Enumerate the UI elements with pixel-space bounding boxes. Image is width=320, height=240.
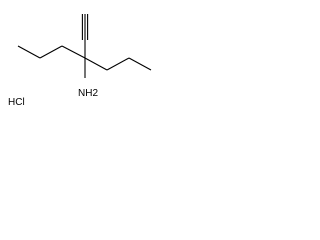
- hcl-salt-label: HCl: [8, 97, 25, 108]
- chemical-structure-diagram: NH2 HCl: [8, 14, 152, 108]
- ethynyl-triple-bond: [81, 14, 89, 40]
- chemical-structure-canvas: NH2 HCl: [0, 0, 158, 125]
- propyl-chain-right: [84, 57, 152, 71]
- propyl-chain-left: [17, 45, 86, 59]
- amine-label: NH2: [78, 88, 98, 99]
